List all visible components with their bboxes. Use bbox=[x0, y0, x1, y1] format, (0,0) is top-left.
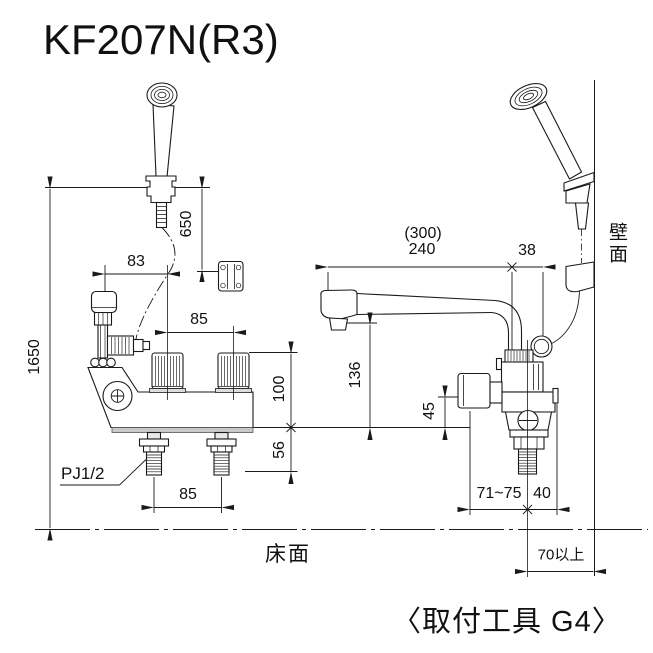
dim-shower-drop: 650 bbox=[178, 210, 195, 238]
faucet-body-front bbox=[87, 366, 254, 433]
shower-hose-front bbox=[135, 227, 176, 340]
dimension-lines bbox=[45, 176, 606, 575]
dim-riser-offset: 83 bbox=[127, 253, 145, 270]
dim-handle-pitch: 85 bbox=[190, 311, 208, 328]
shower-riser-column bbox=[90, 290, 118, 368]
dim-spout-reach: 240 bbox=[408, 241, 436, 258]
dim-overall-height: 1650 bbox=[26, 339, 43, 375]
dim-deck-to-center: 100 bbox=[271, 375, 288, 403]
shower-hose-side bbox=[550, 291, 580, 345]
floor-surface-label: 床面 bbox=[265, 543, 311, 566]
dim-center-to-leg: 56 bbox=[271, 441, 288, 459]
pipe-nipple-right bbox=[206, 431, 237, 476]
dim-spout-reach-ref: (300) bbox=[404, 225, 442, 242]
shower-hanger-front bbox=[217, 260, 244, 292]
shower-head-side bbox=[509, 83, 583, 180]
dim-wall-offset: 38 bbox=[518, 242, 536, 259]
wall-surface-label: 壁面 bbox=[606, 222, 627, 266]
wall-bracket-side bbox=[563, 171, 595, 293]
dim-valve-drop: 45 bbox=[421, 402, 438, 420]
product-code-title: KF207N(R3) bbox=[43, 16, 279, 63]
pipe-thread-label: PJ1/2 bbox=[61, 464, 105, 483]
centerlines bbox=[167, 265, 528, 577]
pipe-nipple-left bbox=[138, 431, 170, 476]
dim-spout-height: 136 bbox=[347, 361, 364, 389]
hose-elbow-front bbox=[106, 335, 151, 356]
shower-head-front bbox=[145, 82, 178, 229]
front-view bbox=[87, 82, 254, 476]
spout-side bbox=[320, 289, 523, 350]
faucet-body-side bbox=[457, 335, 559, 475]
side-view bbox=[320, 83, 595, 475]
dim-mount-range: 71~75 bbox=[476, 485, 522, 502]
dim-pipe-pitch: 85 bbox=[179, 486, 197, 503]
mounting-tool-note: 〈取付工具 G4〉 bbox=[392, 606, 622, 638]
reference-lines bbox=[35, 80, 648, 576]
dim-wall-clearance: 70以上 bbox=[537, 546, 585, 564]
dim-rear-clearance: 40 bbox=[533, 485, 551, 502]
